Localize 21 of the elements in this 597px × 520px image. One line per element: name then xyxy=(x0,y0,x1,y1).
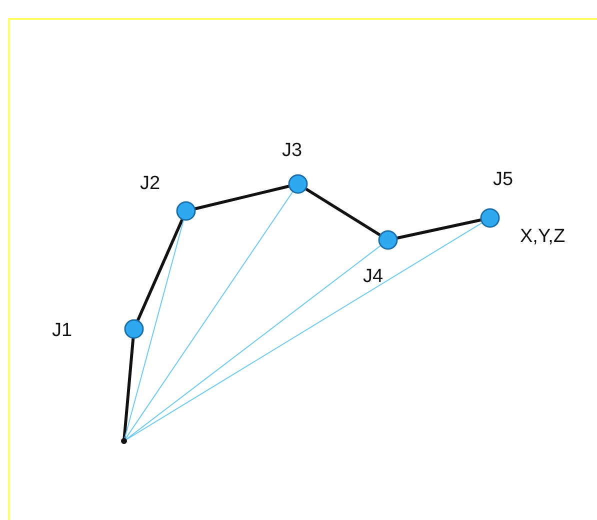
joint-circle xyxy=(176,201,196,221)
reach-line xyxy=(124,190,294,440)
arm-link xyxy=(194,184,290,210)
reach-line xyxy=(125,222,483,440)
coordinate-label: X,Y,Z xyxy=(520,227,566,246)
arm-link xyxy=(122,338,135,440)
joint-circle xyxy=(288,174,308,194)
arm-link xyxy=(304,187,382,237)
joint-circle xyxy=(480,208,500,228)
reach-line xyxy=(125,244,382,440)
joint-label: J4 xyxy=(363,267,384,286)
joint-label: J5 xyxy=(493,170,514,189)
base-point xyxy=(121,438,127,444)
joint-label: J2 xyxy=(140,174,160,193)
joint-label: J3 xyxy=(282,141,302,160)
arm-link xyxy=(396,218,482,240)
joint-label: J1 xyxy=(52,321,72,340)
arm-link xyxy=(136,218,184,322)
joint-circle xyxy=(124,319,144,339)
reach-line xyxy=(124,219,184,440)
joint-circle xyxy=(378,230,398,250)
